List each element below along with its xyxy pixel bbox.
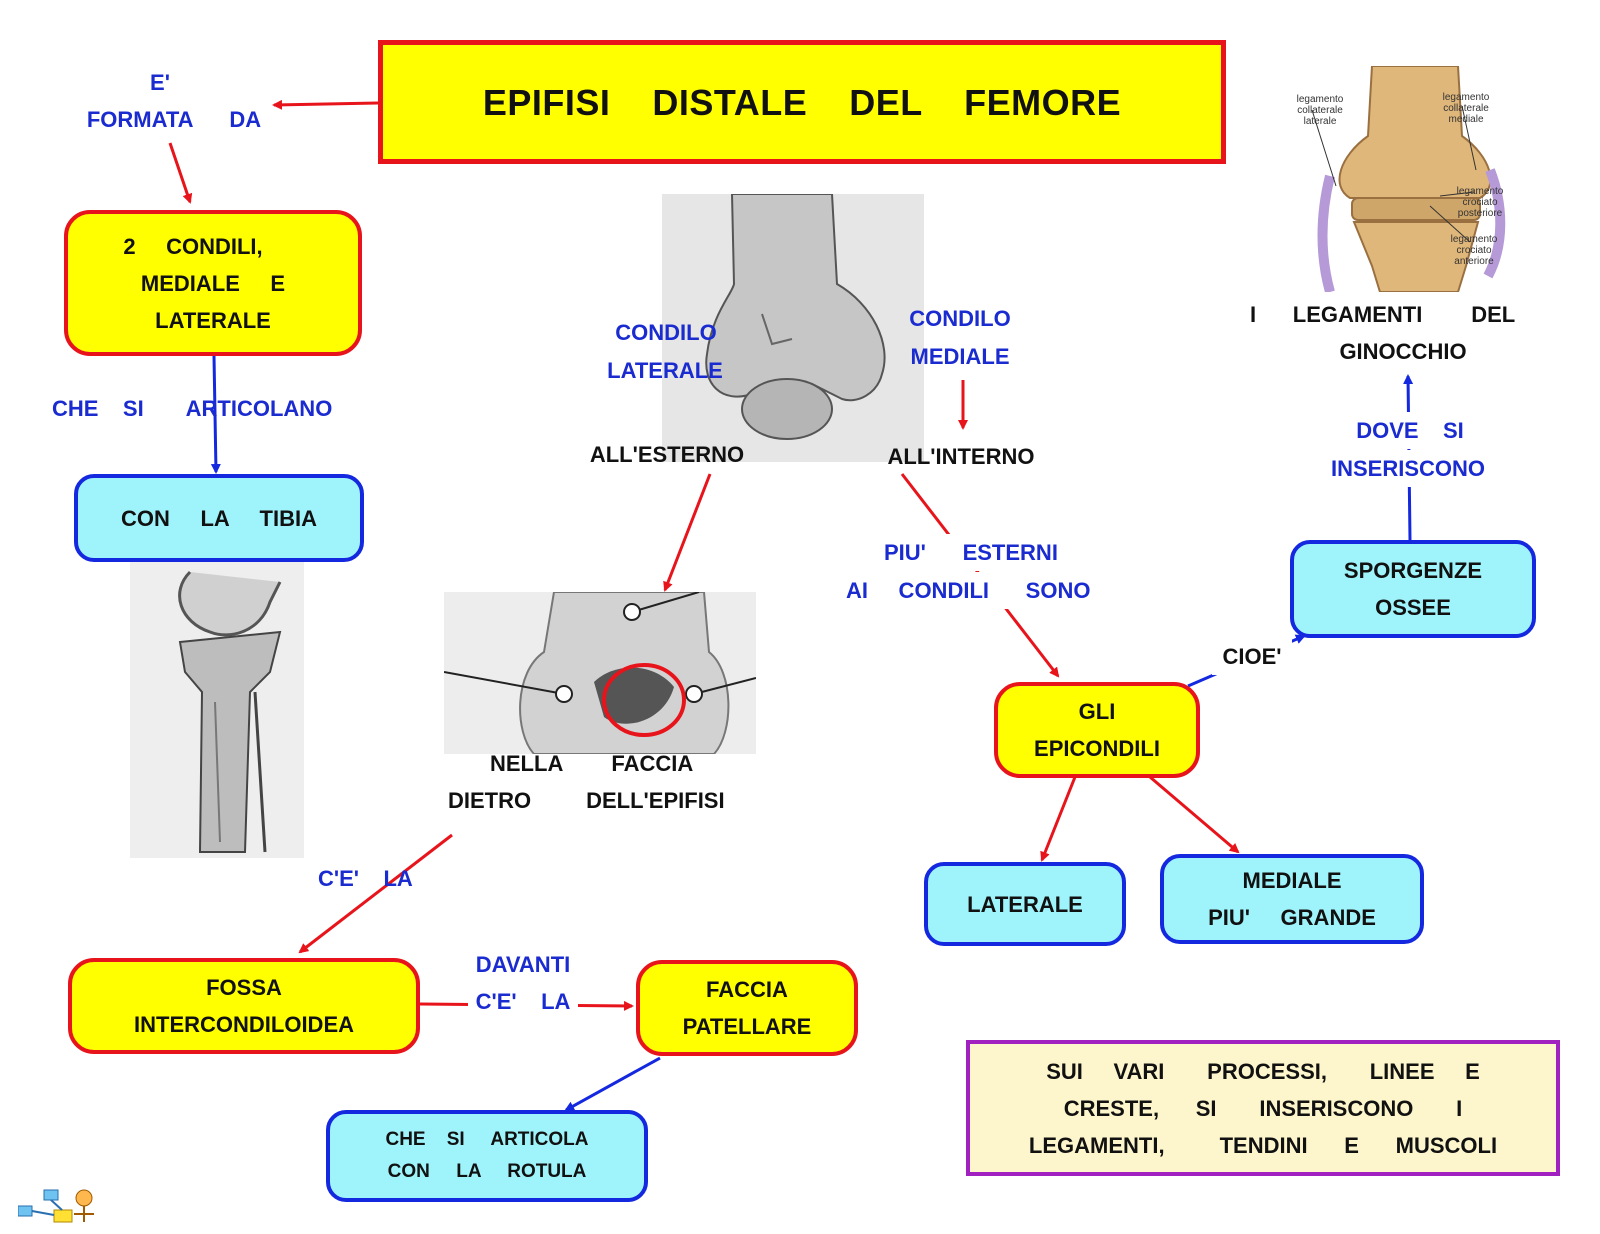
fossa-line-2: INTERCONDILOIDEA (134, 1012, 354, 1037)
label-all-esterno: ALL'ESTERNO (589, 442, 745, 467)
arrow-dietro-to-fossa (298, 833, 453, 954)
fossa-box: FOSSA INTERCONDILOIDEA (68, 958, 420, 1054)
rotula-line-1: CHE SI ARTICOLA (385, 1129, 589, 1150)
note-box: SUI VARI PROCESSI, LINEE E CRESTE, SI IN… (966, 1040, 1560, 1176)
label-formata-2: FORMATA DA (86, 107, 262, 132)
patellare-line-1: FACCIA (706, 977, 788, 1002)
label-che-si-articolano: CHE SI ARTICOLANO (52, 396, 333, 421)
rotula-box: CHE SI ARTICOLA CON LA ROTULA (326, 1110, 648, 1202)
mindmap-logo (18, 1189, 94, 1223)
label-condilo-mediale-2: MEDIALE (910, 344, 1010, 369)
faccia-patellare-box: FACCIA PATELLARE (636, 960, 858, 1056)
note-line-3: LEGAMENTI, TENDINI E MUSCOLI (1028, 1132, 1498, 1158)
mediale-line-1: MEDIALE (1242, 868, 1342, 893)
label-ginocchio: GINOCCHIO (1339, 339, 1467, 364)
posterior-femur-image (444, 592, 756, 754)
patellare-line-2: PATELLARE (682, 1014, 812, 1039)
fossa-highlight-circle (602, 663, 686, 737)
mediale-box: MEDIALE PIU' GRANDE (1160, 854, 1424, 944)
epicondili-line-2: EPICONDILI (1034, 736, 1160, 761)
condili-line-1: 2 CONDILI, (123, 233, 263, 259)
arrow-formata-to-condili (168, 142, 193, 204)
femur-image (662, 194, 924, 462)
laterale-box: LATERALE (924, 862, 1126, 946)
pointer-line-top (631, 592, 700, 613)
label-davanti-ce-la: C'E' LA (468, 983, 578, 1020)
laterale-label: LATERALE (967, 891, 1083, 917)
pointer-dot-right (685, 685, 703, 703)
arrow-epicondili-to-laterale (1040, 776, 1077, 862)
label-cioe: CIOE' (1212, 638, 1292, 675)
tibia-sketch (178, 570, 282, 853)
arrow-patellare-to-rotula (564, 1056, 661, 1112)
knee-label-crociato-anteriore: legamento crociato anteriore (1450, 234, 1498, 267)
sporgenze-box: SPORGENZE OSSEE (1290, 540, 1536, 638)
label-all-interno: ALL'INTERNO (887, 444, 1035, 469)
fossa-line-1: FOSSA (206, 975, 282, 1000)
pointer-dot-left (555, 685, 573, 703)
condili-box: 2 CONDILI, MEDIALE E LATERALE (64, 210, 362, 356)
knee-sketch (1311, 66, 1506, 292)
knee-ligaments-image: legamento collaterale laterale legamento… (1290, 66, 1536, 292)
tibia-label: CON LA TIBIA (121, 505, 317, 531)
sporgenze-line-2: OSSEE (1375, 595, 1451, 620)
posterior-sketch (444, 592, 756, 754)
arrow-epicondili-to-mediale (1149, 775, 1240, 854)
condili-line-3: LATERALE (155, 307, 271, 333)
femur-sketch (705, 194, 886, 440)
label-davanti: DAVANTI (475, 952, 571, 977)
condili-line-2: MEDIALE E (140, 270, 286, 296)
label-legamenti: I LEGAMENTI DEL (1250, 302, 1516, 327)
knee-label-collaterale-mediale: legamento collaterale mediale (1442, 92, 1490, 125)
label-condilo-laterale-1: CONDILO (615, 320, 717, 345)
label-dietro-epifisi: DIETRO DELL'EPIFISI (448, 788, 725, 813)
title-box: EPIFISI DISTALE DEL FEMORE (378, 40, 1226, 164)
label-dove-si: DOVE SI (1340, 412, 1480, 449)
pointer-line-right (693, 677, 756, 695)
pointer-dot-top (623, 603, 641, 621)
mediale-line-2: PIU' GRANDE (1208, 905, 1376, 930)
arrow-esterno-to-photo (663, 473, 712, 592)
label-inseriscono: INSERISCONO (1316, 450, 1500, 487)
note-line-2: CRESTE, SI INSERISCONO I (1063, 1095, 1463, 1121)
epicondili-line-1: GLI (1078, 699, 1116, 724)
pointer-line-left (444, 671, 565, 695)
label-ai-condili-sono: AI CONDILI SONO (846, 572, 1116, 609)
rotula-line-2: CON LA ROTULA (387, 1161, 587, 1182)
label-ce-la: C'E' LA (318, 866, 413, 891)
knee-label-crociato-posteriore: legamento crociato posteriore (1456, 186, 1504, 219)
arrow-condili-to-tibia (210, 355, 221, 474)
label-nella-faccia: NELLA FACCIA (490, 751, 694, 776)
knee-label-collaterale-laterale: legamento collaterale laterale (1296, 94, 1344, 127)
tibia-box: CON LA TIBIA (74, 474, 364, 562)
note-line-1: SUI VARI PROCESSI, LINEE E (1046, 1058, 1480, 1084)
label-piu-esterni: PIU' ESTERNI (884, 534, 1084, 571)
label-formata-1: E' (150, 70, 170, 95)
tibia-image (130, 562, 304, 858)
arrow-title-to-formata (272, 99, 379, 110)
sporgenze-line-1: SPORGENZE (1343, 558, 1483, 583)
label-condilo-mediale-1: CONDILO (909, 306, 1011, 331)
page-title: EPIFISI DISTALE DEL FEMORE (482, 81, 1122, 123)
epicondili-box: GLI EPICONDILI (994, 682, 1200, 778)
label-condilo-laterale-2: LATERALE (607, 358, 723, 383)
